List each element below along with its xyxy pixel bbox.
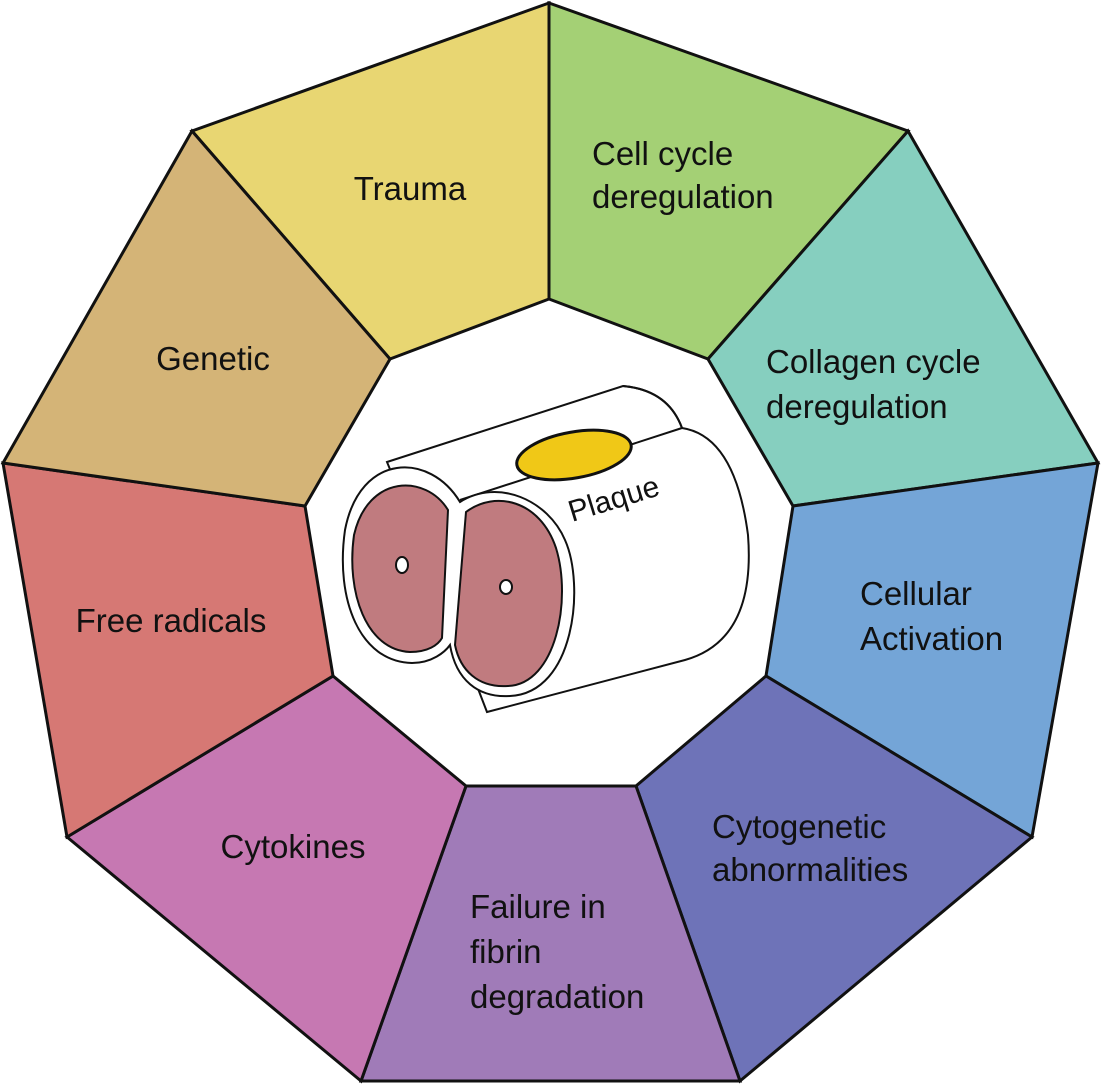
segment-genetic-shape <box>0 128 392 508</box>
segment-cell-cycle: Cell cycle deregulation <box>547 0 911 361</box>
segment-cytogenetic: Cytogenetic abnormalities <box>634 674 1035 1084</box>
segment-free-radicals: Free radicals <box>1 461 335 840</box>
segment-fibrin: Failure in fibrin degradation <box>358 784 743 1083</box>
segment-fibrin-label: Failure in fibrin degradation <box>470 888 644 1015</box>
segment-trauma: Trauma <box>189 0 551 361</box>
vessel-illustration: Plaque <box>341 384 750 714</box>
segment-cellular-activation-label: Cellular Activation <box>860 575 1003 657</box>
segment-genetic-label: Genetic <box>156 340 270 377</box>
segment-collagen-cycle: Collagen cycle deregulation <box>706 128 1101 508</box>
vessel-back-edge <box>622 385 683 429</box>
segment-cell-cycle-label: Cell cycle deregulation <box>592 135 774 215</box>
segment-trauma-label: Trauma <box>354 170 467 207</box>
segment-cytogenetic-label: Cytogenetic abnormalities <box>712 808 908 888</box>
segment-collagen-cycle-label: Collagen cycle deregulation <box>766 343 990 425</box>
segment-cytokines-label: Cytokines <box>221 828 366 865</box>
vessel-left-lumen <box>395 556 409 574</box>
vessel-right-lumen <box>499 579 513 595</box>
plaque-deposit <box>515 428 633 482</box>
segment-genetic: Genetic <box>0 128 392 508</box>
segment-free-radicals-label: Free radicals <box>76 602 267 639</box>
